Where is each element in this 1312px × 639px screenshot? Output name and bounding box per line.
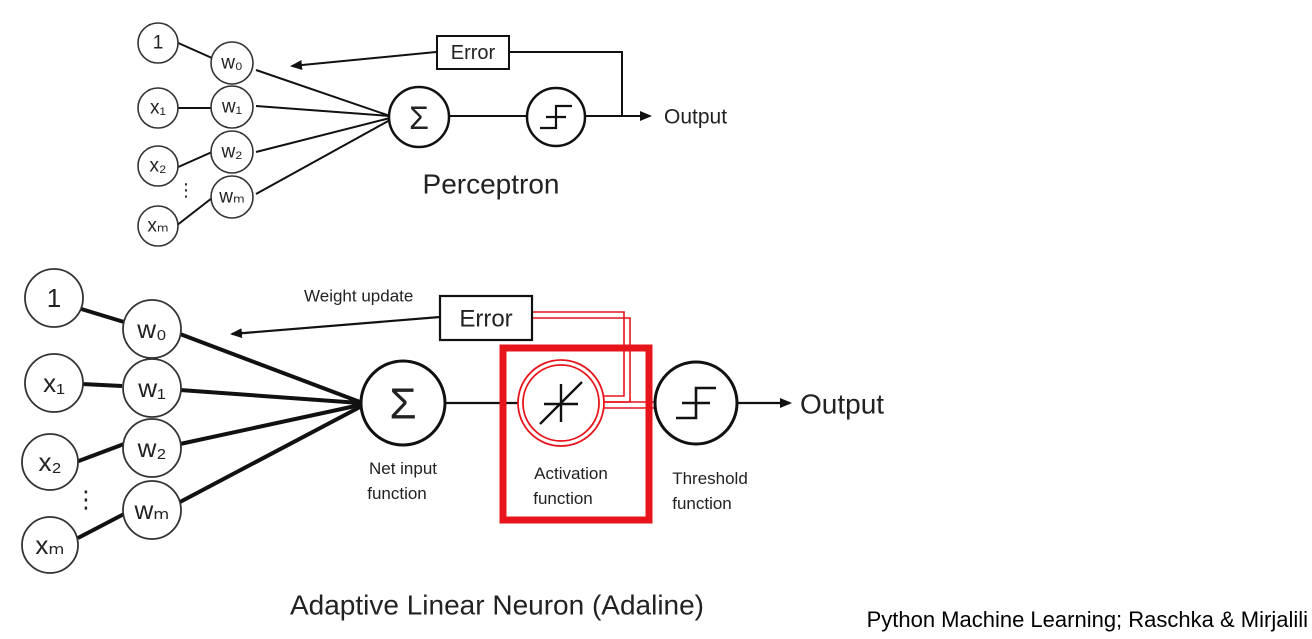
perceptron-input-bias-node [137,22,179,64]
adaline-sum-symbol: Σ [389,380,416,429]
adaline-weight-w1-label: w₁ [137,373,166,403]
linear-function-icon [539,381,583,425]
activation-highlight-box [499,344,653,524]
activation-label-line2: function [533,489,593,508]
step-function-icon [676,386,716,420]
perceptron-weight-w2-label: w₂ [220,142,242,163]
perceptron-error-label: Error [451,42,496,64]
perceptron-weight-wm-node [210,175,254,219]
perceptron-weight-w0-node [210,41,254,85]
adaline-output-label: Output [800,389,884,420]
adaline-input-bias-label: 1 [47,283,61,313]
perceptron-sum-symbol: Σ [409,100,429,136]
adaline-input-bias-node [24,268,84,328]
adaline-input-xm-node [21,516,79,574]
adaline-input-x2-label: x₂ [38,447,61,477]
perceptron-ellipsis: ⋮ [177,180,195,200]
adaline-input-xm-label: xₘ [35,530,64,560]
adaline-weight-wm-label: wₘ [134,495,170,525]
threshold-label-line2: function [672,494,732,513]
adaline-weight-wm-node [122,480,182,540]
perceptron-output-label: Output [664,106,727,129]
perceptron-sum-node [387,85,451,149]
adaline-ellipsis: ⋮ [74,487,98,514]
perceptron-weight-w0-label: w₀ [220,53,243,74]
perceptron-weight-w1-node [210,85,254,129]
adaline-input-x2-node [21,433,79,491]
threshold-label-line1: Threshold [672,469,748,488]
adaline-weight-w2-node [122,418,182,478]
feedback-connector [530,311,656,409]
perceptron-input-x2-label: x₂ [150,156,167,177]
perceptron-title: Perceptron [423,169,560,200]
adaline-weight-w0-node [122,299,182,359]
adaline-input-x1-label: x₁ [43,368,65,398]
perceptron-error-box [436,35,510,70]
perceptron-input-x1-node [137,87,179,129]
perceptron-diagram: 1 x₁ x₂ xₘ w₀ w₁ w₂ wₘ ⋮ Σ Error Output … [137,22,727,247]
net-input-label-line2: function [367,484,427,503]
adaline-sum-node [359,359,447,447]
adaline-error-box [438,294,534,342]
perceptron-weight-w1-label: w₁ [221,97,242,118]
activation-label-line1: Activation [534,464,608,483]
adaline-error-label: Error [459,306,512,333]
adaline-diagram: 1 x₁ x₂ xₘ w₀ w₁ w₂ wₘ ⋮ Σ Error [21,268,884,621]
adaline-weight-w2-label: w₂ [137,433,167,463]
adaline-input-x1-node [24,353,84,413]
perceptron-input-xm-node [137,205,179,247]
source-caption: Python Machine Learning; Raschka & Mirja… [866,607,1308,632]
perceptron-input-x1-label: x₁ [150,98,166,119]
perceptron-weight-wm-label: wₘ [218,187,245,208]
net-input-label-line1: Net input [369,459,437,478]
perceptron-input-x2-node [137,145,179,187]
perceptron-weight-w2-node [210,130,254,174]
adaline-weight-w1-node [122,358,182,418]
step-function-icon [540,104,572,130]
adaline-title: Adaptive Linear Neuron (Adaline) [290,590,704,621]
perceptron-input-xm-label: xₘ [147,216,168,237]
weight-update-label: Weight update [304,287,413,306]
adaline-weight-w0-label: w₀ [136,314,167,344]
perceptron-input-bias-label: 1 [153,33,164,54]
